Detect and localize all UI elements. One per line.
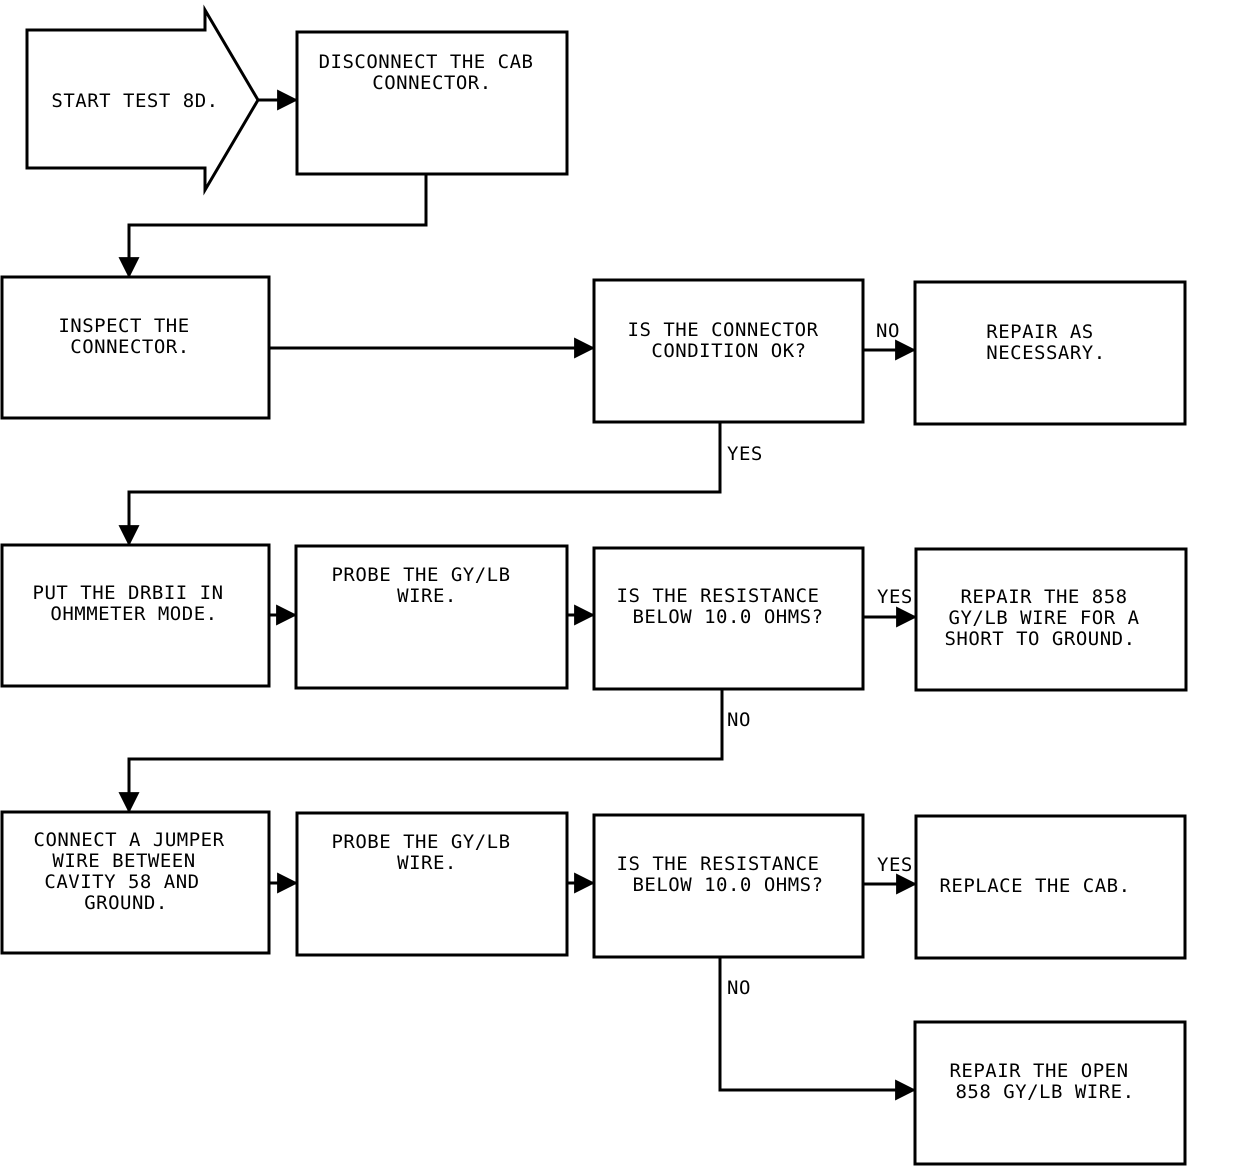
probe1-text: PROBE THE GY/LB WIRE.	[331, 564, 522, 607]
jumper-text-line: GROUND.	[84, 892, 168, 914]
jumper-text-line: CONNECT A JUMPER	[34, 829, 225, 851]
ohmmeter-box	[0, 543, 271, 688]
disconnect-text: DISCONNECT THE CAB CONNECTOR.	[319, 51, 546, 94]
disconnect-text-line: CONNECTOR.	[372, 72, 491, 94]
ohmmeter-text-line: OHMMETER MODE.	[50, 603, 217, 625]
probe1-text-line: WIRE.	[397, 585, 457, 607]
inspect-text-line: INSPECT THE	[58, 315, 189, 337]
label-yes-resistance1: YES	[877, 586, 913, 608]
inspect-text-line: CONNECTOR.	[70, 336, 189, 358]
resistance2-box	[592, 813, 865, 959]
label-yes-connector: YES	[727, 443, 763, 465]
probe2-text-line: PROBE THE GY/LB	[331, 831, 510, 853]
resistance2-text-line: BELOW 10.0 OHMS?	[632, 874, 823, 896]
jumper-text-line: WIRE BETWEEN	[52, 850, 195, 872]
repair-necessary-text: REPAIR AS NECESSARY.	[986, 321, 1105, 364]
label-yes-resistance2: YES	[877, 854, 913, 876]
probe2-box	[295, 811, 569, 957]
repair-necessary-text-line: NECESSARY.	[986, 342, 1105, 364]
connector-resistance1-jumper	[118, 689, 724, 814]
connector-resistance2-repairopen	[718, 957, 917, 1101]
ohmmeter-text-line: PUT THE DRBII IN	[33, 582, 224, 604]
disconnect-text-line: DISCONNECT THE CAB	[319, 51, 534, 73]
connector-ok-text-line: CONDITION OK?	[651, 340, 806, 362]
repair-open-text: REPAIR THE OPEN 858 GY/LB WIRE.	[949, 1060, 1140, 1103]
jumper-text: CONNECT A JUMPER WIRE BETWEEN CAVITY 58 …	[34, 829, 237, 914]
repair-short-text: REPAIR THE 858 GY/LB WIRE FOR A SHORT TO…	[944, 586, 1151, 650]
resistance1-text: IS THE RESISTANCE BELOW 10.0 OHMS?	[617, 585, 832, 628]
probe2-text-line: WIRE.	[397, 852, 457, 874]
connector-disconnect-inspect	[118, 174, 428, 279]
label-no-resistance1: NO	[727, 709, 751, 731]
connector-connectorok-ohmmeter	[118, 422, 722, 547]
replace-cab-text: REPLACE THE CAB.	[939, 875, 1130, 897]
resistance1-text-line: BELOW 10.0 OHMS?	[632, 606, 823, 628]
start-arrow-shape	[25, 4, 260, 196]
connector-ok-text: IS THE CONNECTOR CONDITION OK?	[628, 319, 831, 362]
resistance1-text-line: IS THE RESISTANCE	[617, 585, 820, 607]
inspect-text: INSPECT THE CONNECTOR.	[58, 315, 201, 358]
repair-short-text-line: REPAIR THE 858	[960, 586, 1127, 608]
start-text-line: START TEST 8D.	[51, 90, 218, 112]
start-text: START TEST 8D.	[51, 90, 218, 112]
probe2-text: PROBE THE GY/LB WIRE.	[331, 831, 522, 874]
repair-short-text-line: SHORT TO GROUND.	[944, 628, 1135, 650]
label-no-connector: NO	[876, 320, 900, 342]
resistance2-text-line: IS THE RESISTANCE	[617, 853, 820, 875]
probe1-text-line: PROBE THE GY/LB	[331, 564, 510, 586]
repair-short-box	[914, 547, 1188, 692]
repair-necessary-text-line: REPAIR AS	[986, 321, 1093, 343]
repair-necessary-box	[913, 280, 1187, 426]
replace-cab-text-line: REPLACE THE CAB.	[939, 875, 1130, 897]
connector-ok-text-line: IS THE CONNECTOR	[628, 319, 819, 341]
label-no-resistance2: NO	[727, 977, 751, 999]
ohmmeter-text: PUT THE DRBII IN OHMMETER MODE.	[33, 582, 236, 625]
probe1-box	[294, 544, 569, 690]
jumper-text-line: CAVITY 58 AND	[44, 871, 199, 893]
resistance2-text: IS THE RESISTANCE BELOW 10.0 OHMS?	[617, 853, 832, 896]
repair-open-text-line: 858 GY/LB WIRE.	[955, 1081, 1134, 1103]
repair-open-text-line: REPAIR THE OPEN	[949, 1060, 1128, 1082]
repair-short-text-line: GY/LB WIRE FOR A	[949, 607, 1140, 629]
disconnect-box	[295, 30, 569, 176]
